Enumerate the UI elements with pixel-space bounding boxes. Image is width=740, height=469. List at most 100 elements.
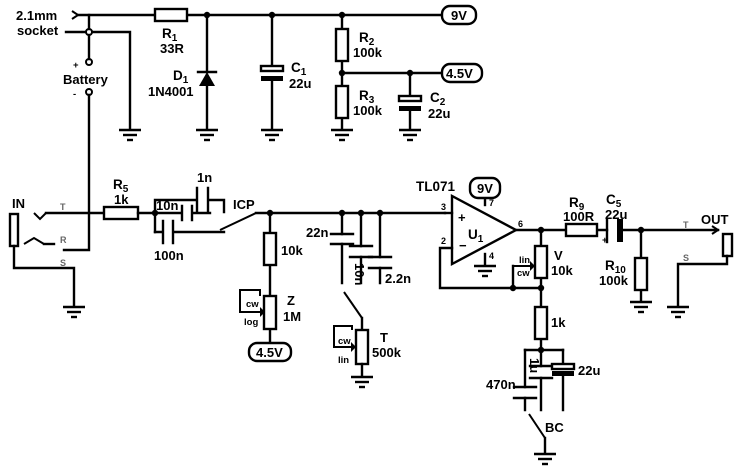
- in-jack-s: S: [60, 258, 66, 268]
- opamp-rail-tag: [468, 176, 502, 200]
- resistor-r5: [102, 205, 140, 221]
- pot-v-value: 10k: [551, 263, 573, 278]
- cap-2n2-label: 2.2n: [385, 271, 411, 286]
- r1-label: R1: [162, 26, 178, 44]
- res-10k-label: 10k: [281, 243, 303, 258]
- pin-6: 6: [518, 219, 523, 229]
- battery-plus-label: +: [73, 60, 79, 71]
- resistor-r2: [334, 27, 350, 63]
- out-jack-t: T: [683, 220, 689, 230]
- capacitor-c2: [397, 94, 423, 103]
- capacitor-c1: [259, 64, 285, 73]
- cap-470n-label: 470n: [486, 377, 516, 392]
- input-section: [8, 186, 447, 389]
- z-rail-label: 4.5V: [256, 345, 283, 360]
- r1-value: 33R: [160, 41, 184, 56]
- input-jack: [8, 212, 20, 248]
- rail-4v5-tag: [440, 62, 484, 84]
- cap-10n-b-label: 10n: [352, 263, 367, 285]
- opamp-rail-label: 9V: [477, 181, 493, 196]
- pot-t-value: 500k: [372, 345, 402, 360]
- resistor-r1: [153, 7, 189, 23]
- d1-value: 1N4001: [148, 84, 194, 99]
- pot-v-taper: lin: [519, 255, 530, 266]
- cap-10n-label: 10n: [156, 198, 178, 213]
- c5-label: C5: [606, 192, 622, 210]
- rail-9v-tag: [440, 4, 478, 26]
- pot-v: [533, 244, 549, 280]
- r9-value: 100R: [563, 209, 595, 224]
- r5-value: 1k: [114, 192, 129, 207]
- in-label: IN: [12, 196, 25, 211]
- rail-9v-label: 9V: [451, 8, 467, 23]
- socket-label-line2: socket: [17, 23, 59, 38]
- pot-z: [262, 294, 278, 331]
- pot-t: [354, 328, 370, 366]
- in-jack-r: R: [60, 235, 67, 245]
- out-label: OUT: [701, 212, 729, 227]
- pot-z-value: 1M: [283, 309, 301, 324]
- cap-22n-label: 22n: [306, 225, 328, 240]
- icp-label: ICP: [233, 197, 255, 212]
- pot-v-cw: cw: [517, 268, 530, 279]
- pot-v-label: V: [554, 248, 563, 263]
- r2-value: 100k: [353, 45, 383, 60]
- ground-symbol: [117, 128, 143, 142]
- battery-minus-label: -: [73, 89, 76, 100]
- output-jack: [721, 232, 734, 258]
- rail-4v5-label: 4.5V: [446, 66, 473, 81]
- cap-1n-label: 1n: [197, 170, 212, 185]
- c2-label: C2: [430, 90, 446, 108]
- pot-z-taper: log: [244, 317, 258, 328]
- cap-22u-bc-label: 22u: [578, 363, 600, 378]
- u1-label: U1: [468, 227, 484, 245]
- socket-label-line1: 2.1mm: [16, 8, 57, 23]
- ground-symbol: [61, 305, 87, 319]
- r5-label: R5: [113, 177, 129, 195]
- pin-2: 2: [441, 236, 446, 246]
- r3-label: R3: [359, 88, 375, 106]
- opamp-label: TL071: [416, 179, 456, 194]
- opamp-plus: +: [458, 210, 466, 225]
- res-1k-label: 1k: [551, 315, 566, 330]
- cap-1u-label: 1u: [527, 358, 542, 373]
- resistor-r10: [633, 256, 649, 292]
- z-rail-tag: [247, 341, 293, 363]
- battery-label: Battery: [63, 72, 109, 87]
- resistor-10k: [262, 231, 278, 267]
- resistor-r3: [334, 84, 350, 120]
- in-jack-t: T: [60, 202, 66, 212]
- c5-plus: +: [602, 235, 608, 246]
- diode-d1: [199, 72, 215, 86]
- labels: 2.1mm socket Battery + - R1 33R D1 1N400…: [12, 8, 729, 435]
- r3-value: 100k: [353, 103, 383, 118]
- out-jack-s: S: [683, 253, 689, 263]
- c1-label: C1: [291, 60, 307, 78]
- pot-z-label: Z: [287, 293, 295, 308]
- cap-100n-label: 100n: [154, 248, 184, 263]
- r10-label: R10: [605, 258, 626, 276]
- r9-label: R9: [569, 195, 585, 213]
- r10-value: 100k: [599, 273, 629, 288]
- pot-t-cw: cw: [338, 336, 351, 347]
- pin-4: 4: [489, 251, 494, 261]
- pot-z-cw: cw: [246, 299, 259, 310]
- c5-value: 22u: [605, 207, 627, 222]
- r2-label: R2: [359, 30, 375, 48]
- c2-value: 22u: [428, 106, 450, 121]
- pot-t-label: T: [380, 330, 388, 345]
- pin-3: 3: [441, 202, 446, 212]
- d1-label: D1: [173, 68, 189, 86]
- power-supply-section: [62, 4, 484, 252]
- opamp-u1: [450, 194, 519, 266]
- resistor-r9: [564, 222, 599, 238]
- capacitor-c5: [617, 219, 623, 242]
- opamp-section: [438, 176, 734, 466]
- opamp-minus: −: [459, 238, 467, 253]
- capacitor-22u-bc: [550, 362, 576, 371]
- pin-7: 7: [489, 198, 494, 208]
- resistor-1k: [533, 305, 549, 341]
- c1-value: 22u: [289, 76, 311, 91]
- bc-label: BC: [545, 420, 564, 435]
